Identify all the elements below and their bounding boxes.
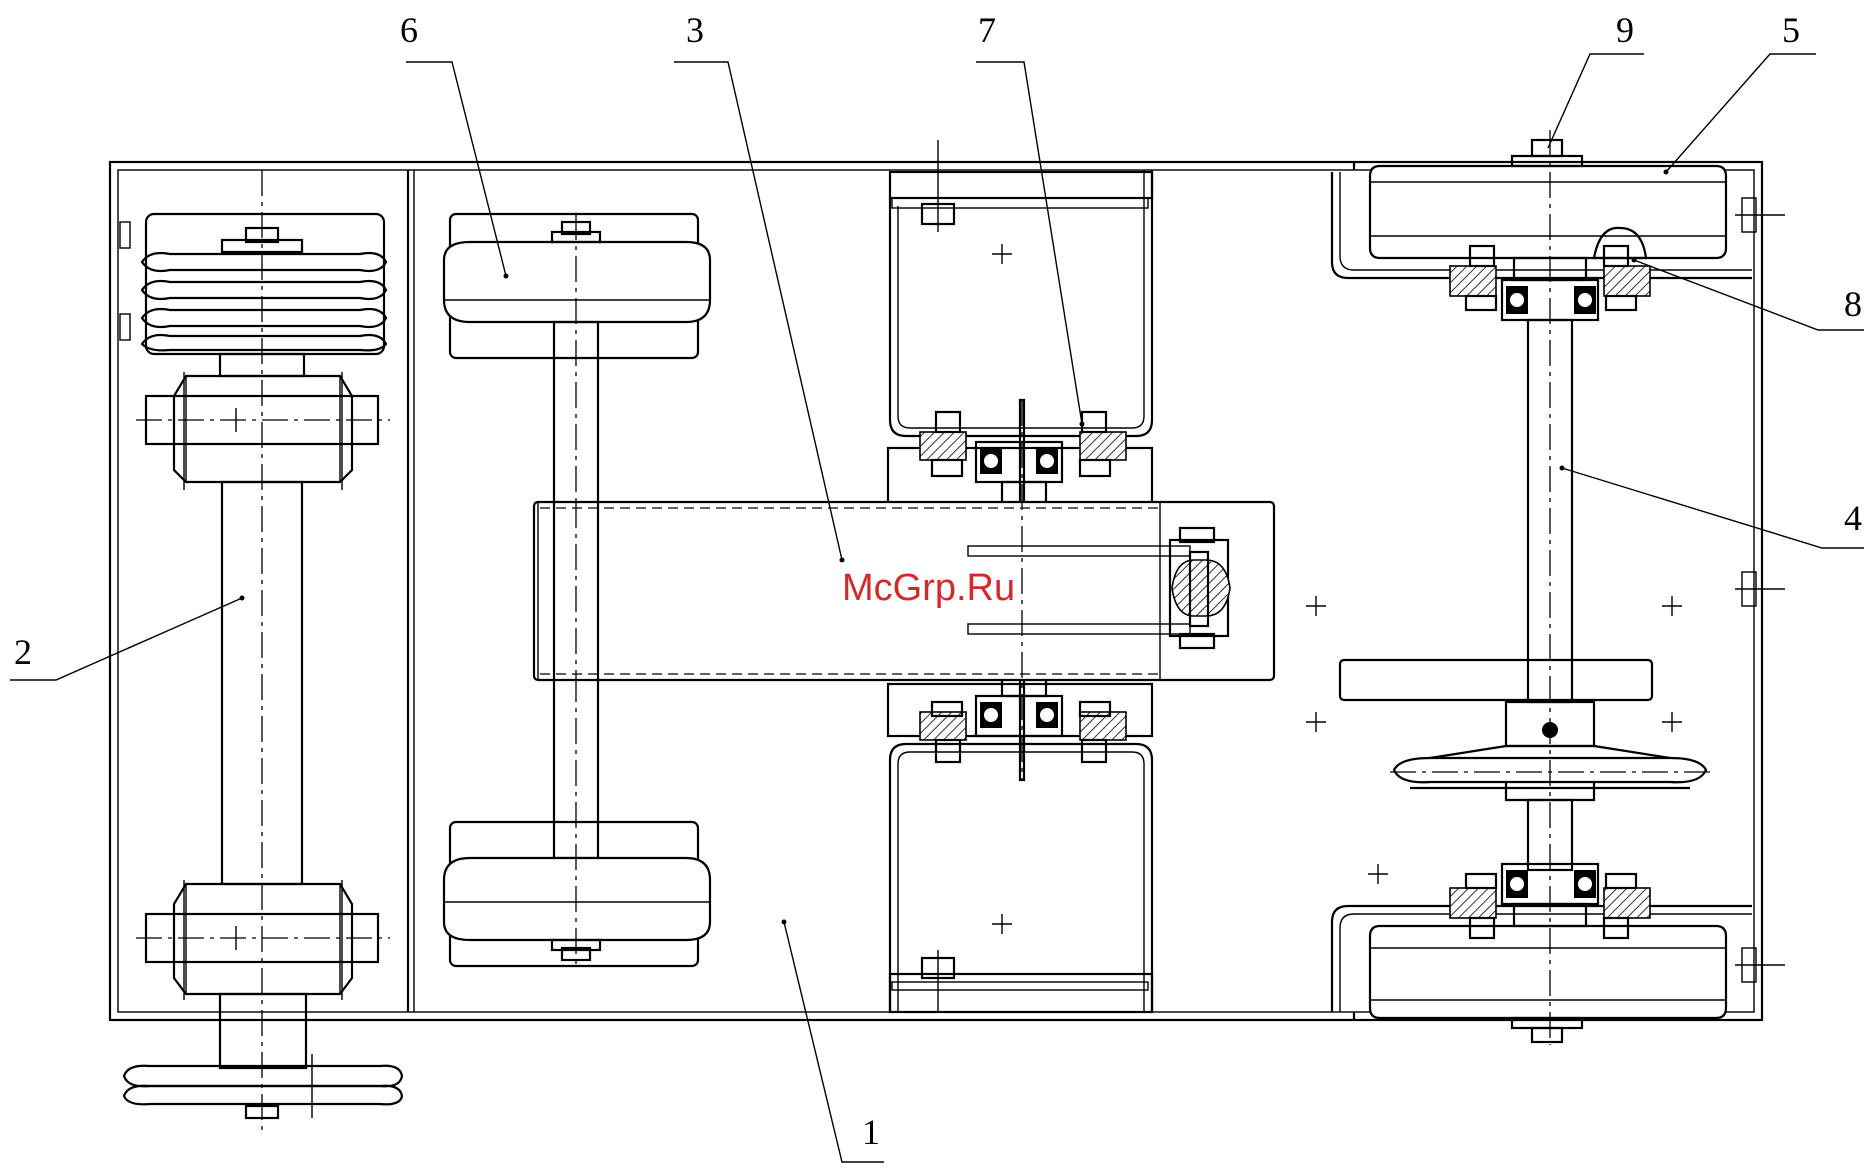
callout-6: 6: [400, 10, 418, 50]
caster-wheel-top: [444, 222, 710, 322]
callout-2: 2: [14, 632, 32, 672]
drive-wheel-top: [1370, 140, 1726, 258]
v-belt-pulley-bottom: [124, 1054, 402, 1118]
callout-8: 8: [1844, 284, 1862, 324]
callout-9: 9: [1616, 10, 1634, 50]
watermark: McGrp.Ru: [842, 567, 1015, 609]
drive-shaft-assembly: [124, 170, 402, 1130]
drive-wheel-bottom: [1370, 926, 1726, 1042]
driven-pulley: [1340, 660, 1706, 800]
callout-7: 7: [978, 10, 996, 50]
callout-1: 1: [862, 1112, 880, 1152]
callout-4: 4: [1844, 498, 1862, 538]
callout-5: 5: [1782, 10, 1800, 50]
multi-groove-pulley: [142, 228, 386, 350]
caster-wheel-bottom: [444, 858, 710, 960]
callout-3: 3: [686, 10, 704, 50]
